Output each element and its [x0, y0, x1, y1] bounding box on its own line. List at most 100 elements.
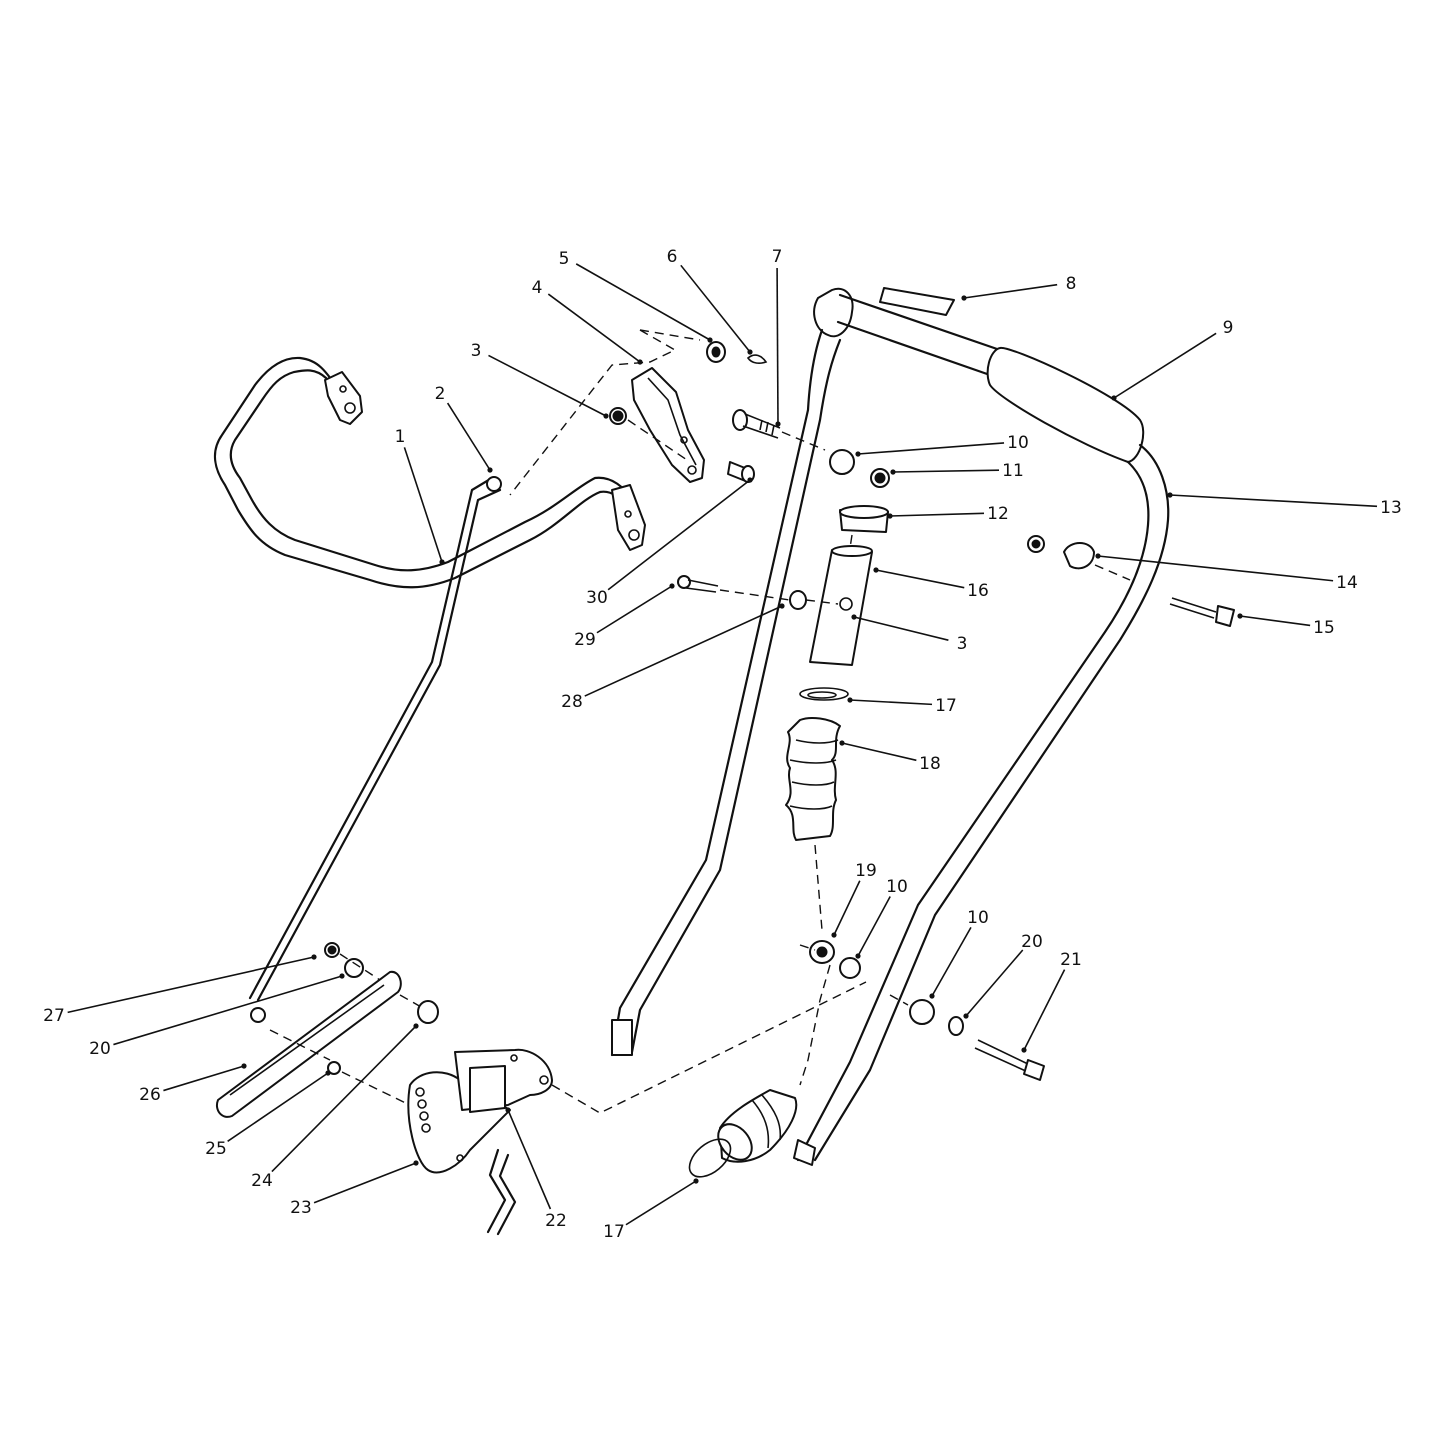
part-8-grip-label: [879, 287, 955, 316]
callout-label-c8: 8: [1066, 274, 1077, 294]
leader-dot-c21: [1021, 1047, 1027, 1053]
leader-line-c15: [1239, 615, 1311, 627]
part-6-cotter-pin: [746, 354, 768, 364]
callout-label-c9: 9: [1223, 318, 1234, 338]
callout-label-c16: 16: [967, 581, 989, 601]
callout-label-c21: 21: [1060, 950, 1082, 970]
part-19-washer: [809, 940, 835, 964]
leader-dot-c28: [779, 603, 785, 609]
leader-lines: [67, 263, 1378, 1226]
callout-label-c24: 24: [251, 1171, 273, 1191]
leader-line-c19: [833, 880, 861, 936]
leader-line-c1: [403, 447, 443, 563]
leader-line-c30: [607, 479, 751, 591]
leader-line-c10b: [857, 896, 891, 957]
part-11-nut: [870, 468, 890, 488]
callout-label-c26: 26: [139, 1085, 161, 1105]
leader-line-c21: [1023, 969, 1066, 1051]
leader-line-c20b: [113, 975, 343, 1046]
leader-dot-c17b: [693, 1178, 699, 1184]
callout-label-c4: 4: [532, 278, 543, 298]
leader-dot-c22: [505, 1107, 511, 1113]
leader-dot-c3a: [603, 413, 609, 419]
leader-dot-c30: [747, 477, 753, 483]
part-15-bolt: [1169, 597, 1235, 627]
callout-label-c1: 1: [395, 427, 406, 447]
leader-dot-c15: [1237, 613, 1243, 619]
part-24-washer: [417, 1000, 439, 1024]
part-12-cap: [839, 505, 889, 533]
leader-dot-c7: [775, 421, 781, 427]
callout-label-c10b: 10: [886, 877, 908, 897]
part-17-clip-upper: [799, 687, 849, 701]
callout-label-c17b: 17: [603, 1222, 625, 1242]
leader-dot-c10a: [855, 451, 861, 457]
leader-dot-c24: [413, 1023, 419, 1029]
leader-dot-c19: [831, 932, 837, 938]
callout-label-c15: 15: [1313, 618, 1335, 638]
leader-line-c27: [67, 956, 315, 1014]
leader-dot-c20a: [963, 1013, 969, 1019]
leader-line-c5: [575, 263, 711, 341]
callout-label-c30: 30: [586, 588, 608, 608]
leader-line-c7: [776, 267, 779, 425]
callout-label-c14: 14: [1336, 573, 1358, 593]
leader-dot-c9: [1111, 395, 1117, 401]
leader-line-c22: [507, 1109, 552, 1210]
callout-label-c28: 28: [561, 692, 583, 712]
leader-line-c20a: [965, 949, 1024, 1017]
leader-line-c24: [271, 1025, 417, 1173]
leader-dot-c8: [961, 295, 967, 301]
leader-dot-c10b: [855, 953, 861, 959]
leader-dot-c1: [439, 559, 445, 565]
leader-dot-c4: [637, 359, 643, 365]
part-3-nut-upper: [609, 407, 691, 463]
part-28-washer: [789, 590, 807, 610]
callout-label-c12: 12: [987, 504, 1009, 524]
part-9-handle-crossbar: [813, 287, 1145, 463]
leader-line-c18: [841, 742, 917, 762]
part-14-knob: [1027, 535, 1131, 581]
callout-label-c6: 6: [667, 247, 678, 267]
leader-dot-c6: [747, 349, 753, 355]
part-26-link-arm: [216, 970, 402, 1118]
callout-label-c22: 22: [545, 1211, 567, 1231]
part-25-bolt: [269, 1029, 421, 1111]
leader-line-c10a: [857, 442, 1005, 455]
leader-dot-c27: [311, 954, 317, 960]
shift-lever: [486, 1148, 517, 1236]
part-7-bolt: [732, 409, 826, 451]
part-13-handle-frame: [610, 328, 1170, 1166]
leader-line-c29: [596, 585, 673, 634]
leader-line-c3b: [853, 616, 949, 641]
leader-dot-c17a: [847, 697, 853, 703]
callout-label-c20a: 20: [1021, 932, 1043, 952]
leader-dot-c20b: [339, 973, 345, 979]
part-20-washer-left: [339, 953, 431, 1013]
leader-dot-c16: [873, 567, 879, 573]
leader-line-c25: [227, 1072, 329, 1142]
leader-line-c8: [963, 283, 1058, 299]
leader-line-c14: [1097, 555, 1334, 582]
leader-dot-c5: [707, 337, 713, 343]
callout-label-c19: 19: [855, 861, 877, 881]
leader-line-c13: [1169, 494, 1378, 508]
part-18-bellows-boot: [785, 717, 841, 931]
leader-dot-c26: [241, 1063, 247, 1069]
leader-line-c4: [547, 293, 641, 363]
leader-dot-c25: [325, 1070, 331, 1076]
callout-label-c3b: 3: [957, 634, 968, 654]
leader-dot-c3b: [851, 614, 857, 620]
leader-dot-c23: [413, 1160, 419, 1166]
part-4-bracket: [509, 329, 705, 496]
part-20-washer-right: [948, 1016, 964, 1036]
part-10-spacer-upper: [829, 449, 855, 475]
part-10-spacer-right: [889, 994, 935, 1025]
leader-line-c16: [875, 569, 965, 589]
callout-label-c20b: 20: [89, 1039, 111, 1059]
part-2-control-rod: [248, 476, 502, 1023]
callout-label-c5: 5: [559, 249, 570, 269]
callout-label-c23: 23: [290, 1198, 312, 1218]
